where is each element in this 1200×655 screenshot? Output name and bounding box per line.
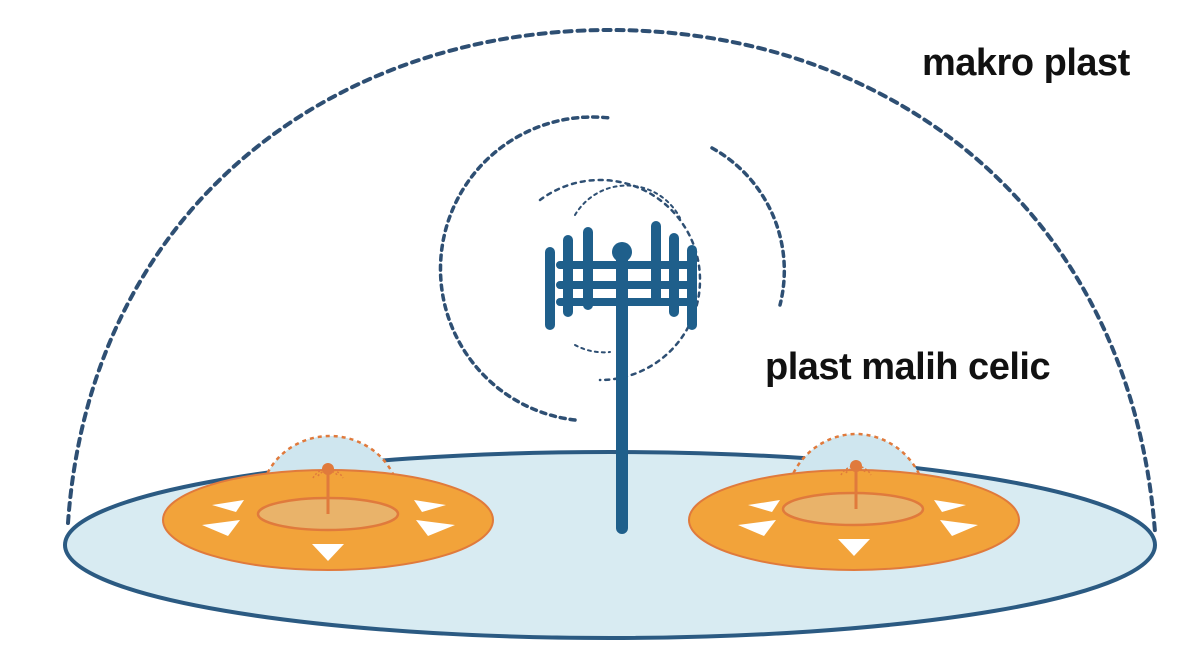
small-cell-right-core <box>781 491 925 527</box>
cell-tower-icon <box>545 221 697 534</box>
macro-layer-label: makro plast <box>922 42 1130 84</box>
small-cell-left-dome-outline <box>260 434 400 489</box>
small-cell-antenna-icon <box>312 463 344 514</box>
macro-layer-dome <box>66 27 1157 534</box>
arrow-icon <box>414 500 446 512</box>
arrow-icon <box>212 500 244 512</box>
small-cell-right <box>688 432 1020 571</box>
arrow-icon <box>738 520 776 536</box>
arrow-icon <box>748 500 780 512</box>
small-cell-left <box>162 434 494 571</box>
arrow-icon <box>416 520 455 536</box>
arrow-icon <box>312 544 344 561</box>
arrow-icon <box>202 520 240 536</box>
arrow-icon <box>940 520 978 536</box>
small-cell-antenna-icon <box>840 460 872 509</box>
arrow-icon <box>934 500 966 512</box>
arrow-icon <box>838 539 870 556</box>
small-cell-layer-label: plast malih celic <box>765 346 1051 388</box>
